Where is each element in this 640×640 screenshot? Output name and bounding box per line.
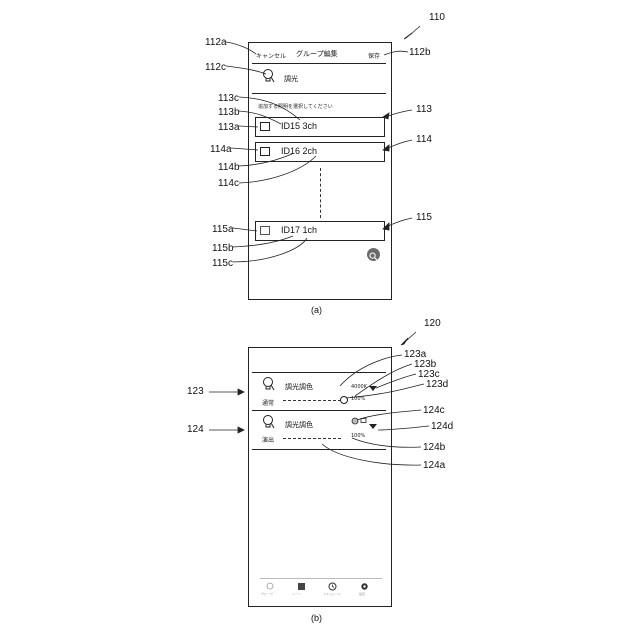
leader-lines-b	[0, 330, 640, 630]
ref-120: 120	[424, 318, 441, 329]
leader-lines-a	[0, 0, 640, 330]
